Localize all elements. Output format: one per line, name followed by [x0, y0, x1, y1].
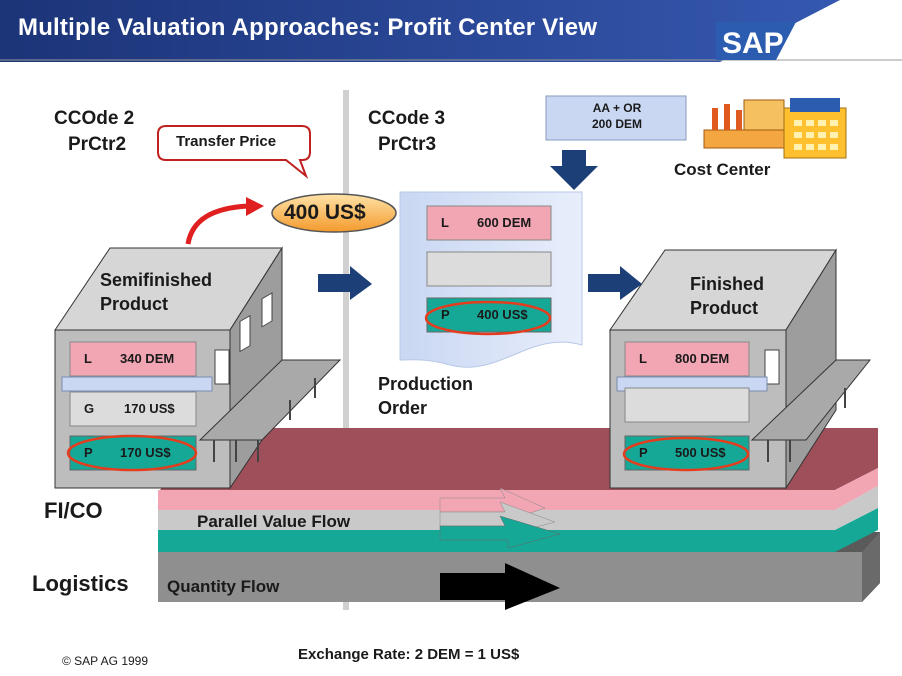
semifinished-product-line2: Product — [100, 294, 169, 314]
flow-arrow-right — [588, 266, 642, 300]
sap-logo-text: SAP — [722, 27, 784, 60]
row-value: 170 US$ — [124, 401, 175, 416]
left-profit-center: PrCtr2 — [68, 134, 127, 155]
right-value-boxes — [622, 341, 750, 472]
right-row-l: L 800 DEM — [625, 342, 749, 376]
row-key: L — [84, 351, 92, 366]
row-value: 340 DEM — [120, 351, 175, 366]
transfer-price-value: 400 US$ — [284, 201, 366, 224]
left-p-highlight — [66, 434, 198, 472]
transfer-price-oval — [271, 193, 397, 233]
row-key: P — [441, 307, 450, 322]
row-key: G — [84, 401, 95, 416]
left-value-boxes — [66, 341, 198, 472]
parallel-flow-arrow — [439, 487, 561, 549]
row-key: L — [441, 215, 449, 230]
title-bar: Multiple Valuation Approaches: Profit Ce… — [0, 0, 902, 62]
flow-arrow-left — [318, 266, 372, 300]
cost-center-box — [545, 95, 687, 141]
quantity-flow-label: Quantity Flow — [167, 577, 280, 596]
cost-center-box-line2: 200 DEM — [591, 117, 643, 131]
transfer-price-label: Transfer Price — [176, 133, 277, 150]
exchange-rate: Exchange Rate: 2 DEM = 1 US$ — [298, 646, 520, 663]
sap-logo: SAP — [716, 22, 796, 60]
middle-row-p: P 400 US$ — [427, 298, 551, 332]
right-p-highlight — [622, 436, 750, 472]
cash-register-icon — [703, 98, 847, 159]
right-row-p: P 500 US$ — [625, 436, 749, 470]
logistics-label: Logistics — [32, 571, 129, 596]
middle-row-l: L 600 DEM — [427, 206, 551, 240]
row-key: P — [639, 445, 648, 460]
production-order-line1: Production — [378, 374, 473, 394]
cost-center-down-arrow — [550, 150, 598, 190]
finished-product-line2: Product — [690, 298, 759, 318]
row-value: 800 DEM — [675, 351, 730, 366]
page-title: Multiple Valuation Approaches: Profit Ce… — [18, 14, 598, 41]
row-value: 170 US$ — [120, 445, 171, 460]
parallel-value-flow-label: Parallel Value Flow — [197, 512, 351, 531]
row-value: 500 US$ — [675, 445, 726, 460]
vertical-divider — [343, 90, 349, 610]
row-value: 400 US$ — [477, 307, 528, 322]
left-company-code: CCOde 2 — [54, 108, 135, 129]
finished-product-line1: Finished — [690, 274, 765, 294]
middle-company-code: CCode 3 — [368, 108, 446, 129]
transfer-price-callout — [157, 125, 311, 180]
middle-profit-center: PrCtr3 — [378, 134, 437, 155]
left-row-p: P 170 US$ — [70, 436, 196, 470]
cost-center-box-line1: AA + OR — [592, 101, 642, 115]
gray-slab — [158, 486, 878, 530]
quantity-flow-arrow — [440, 563, 560, 610]
transfer-curve-arrow — [185, 203, 249, 245]
semifinished-product-line1: Semifinished — [100, 270, 213, 290]
copyright: © SAP AG 1999 — [62, 654, 149, 668]
middle-value-boxes — [424, 205, 552, 336]
row-key: L — [639, 351, 647, 366]
fico-label: FI/CO — [44, 498, 103, 523]
row-value: 600 DEM — [477, 215, 532, 230]
cost-center-label: Cost Center — [674, 160, 771, 179]
left-row-l: L 340 DEM — [70, 342, 196, 376]
pink-slab — [158, 468, 878, 510]
middle-p-highlight — [424, 300, 552, 336]
left-row-g: G 170 US$ — [70, 392, 196, 426]
row-key: P — [84, 445, 93, 460]
production-order-line2: Order — [378, 398, 428, 418]
